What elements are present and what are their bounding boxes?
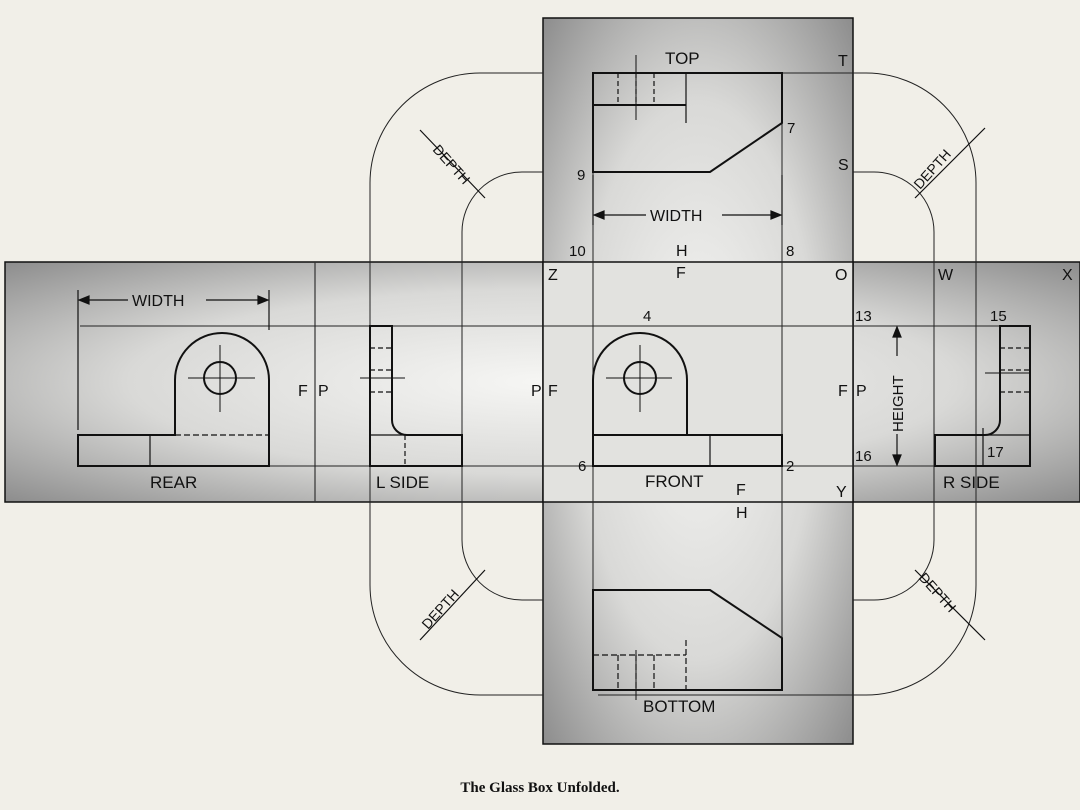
corner-w: W [938,267,954,284]
right-side-view-label: R SIDE [943,473,1000,492]
point-8: 8 [786,243,794,260]
glass-box-diagram: DEPTH DEPTH DEPTH DEPTH TOP WIDTH [4,17,1080,745]
point-6: 6 [578,458,586,475]
plane-f-front-left: F [548,383,558,400]
corner-o: O [835,267,847,284]
rear-view-label: REAR [150,473,197,492]
left-side-view-drawing [360,325,463,467]
rear-view-drawing [77,332,270,467]
point-16: 16 [855,448,872,465]
plane-p-rside: P [856,383,867,400]
plane-p-lside: P [318,383,329,400]
figure-caption: The Glass Box Unfolded. [460,780,620,796]
front-view-drawing [592,332,783,467]
plane-h-bottom: H [736,505,748,522]
depth-arc-inner [461,171,935,601]
corner-s: S [838,157,849,174]
plane-f-bottom: F [736,482,746,499]
depth-label-top-right: DEPTH [910,146,954,192]
width-dimension-rear [77,290,270,430]
plane-f-top: F [676,265,686,282]
bottom-view-label: BOTTOM [643,697,715,716]
point-2: 2 [786,458,794,475]
point-7: 7 [787,120,795,137]
depth-label-bottom-left: DEPTH [418,586,462,632]
height-label: HEIGHT [890,375,907,432]
front-panel [542,261,854,503]
depth-label-top-left: DEPTH [430,141,474,187]
top-view-drawing [592,55,783,173]
front-view-label: FRONT [645,472,704,491]
left-side-view-label: L SIDE [376,473,429,492]
point-9: 9 [577,167,585,184]
point-10: 10 [569,243,586,260]
depth-arrows [419,127,986,641]
corner-t: T [838,53,848,70]
plane-f-front-right: F [838,383,848,400]
depth-label-bottom-right: DEPTH [916,569,960,615]
plane-f-rear: F [298,383,308,400]
bottom-view-drawing [592,589,783,700]
right-side-view-drawing [934,325,1031,467]
plane-p-front-left: P [531,383,542,400]
height-dimension [892,325,902,467]
width-dimension-top [592,175,783,225]
corner-y: Y [836,484,847,501]
width-label-top: WIDTH [650,208,702,225]
width-label-rear: WIDTH [132,293,184,310]
corner-z: Z [548,267,558,284]
top-view-label: TOP [665,49,700,68]
point-13: 13 [855,308,872,325]
point-17: 17 [987,444,1004,461]
point-15: 15 [990,308,1007,325]
corner-x: X [1062,267,1073,284]
point-4: 4 [643,308,651,325]
plane-h-top: H [676,243,688,260]
glass-panels [4,17,1080,745]
